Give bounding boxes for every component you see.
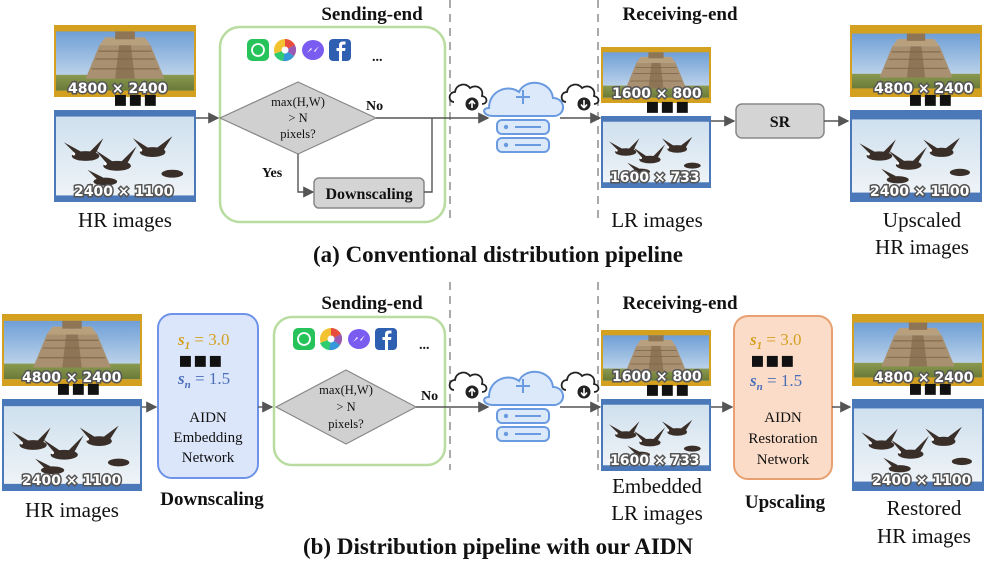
cloud-download-icon [560,371,600,400]
cloud-upload-icon [448,83,488,112]
resolution-label: 4800 × 2400 [874,370,974,386]
messaging-apps-icons [246,38,352,63]
resolution-label: 2400 × 1100 [870,184,970,200]
decision-text-3: pixels? [280,127,316,141]
sending-end-title: Sending-end [321,4,423,25]
yes-label: Yes [262,166,283,181]
embedded-label-2: LR images [611,501,703,525]
caption-b: (b) Distribution pipeline with our AIDN [303,534,693,559]
upscaled-photo-geese-a: 2400 × 1100 [850,110,982,202]
upscaled-photo-pyramid-a: 4800 × 2400 [850,25,982,99]
upscaling-label: Upscaling [745,492,826,513]
embed-name-2: Embedding [173,430,243,446]
restored-photo-geese-b: 2400 × 1100 [852,399,984,491]
upscaled-label-1: Upscaled [883,208,962,232]
resolution-label: 4800 × 2400 [874,81,974,97]
decision-diamond [274,369,418,445]
ellipsis: ▪▪▪ [908,87,953,112]
decision-text-2: > N [288,111,307,125]
hr-images-label: HR images [78,208,172,232]
ellipsis: ▪▪▪ [113,87,158,112]
caption-a: (a) Conventional distribution pipeline [313,242,683,267]
no-label: No [421,389,438,404]
decision-text-3: pixels? [328,417,364,431]
embed-sn: sn = 1.5 [177,369,230,391]
embedded-label-1: Embedded [612,474,702,498]
restore-name-1: AIDN [764,410,802,426]
ellipsis: ▪▪▪ [56,376,101,401]
resolution-label: 1600 × 800 [612,369,702,385]
downscaling-label: Downscaling [160,489,264,510]
more-apps-ellipsis: ... [419,338,430,353]
decision-text-2: > N [336,400,355,414]
hr-photo-geese-b: 2400 × 1100 [2,399,142,491]
resolution-label: 4800 × 2400 [22,370,122,386]
restore-name-3: Network [757,452,810,468]
restore-sn: sn = 1.5 [749,371,802,393]
restored-label-1: Restored [887,496,962,520]
aidn-restoration-box [733,315,833,480]
arrow [297,154,315,198]
resolution-label: 4800 × 2400 [68,81,168,97]
ellipsis: ▪▪▪ [645,94,690,119]
embed-name-3: Network [182,450,235,466]
ellipsis: ▪▪▪ [750,348,795,373]
ellipsis: ▪▪▪ [178,348,223,373]
sr-text: SR [770,114,791,131]
cloud-server-icon [483,370,565,442]
lr-photo-geese-a: 1600 × 733 [601,116,711,188]
embed-s1: s1 = 3.0 [177,330,229,352]
hr-photo-pyramid-a: 4800 × 2400 [54,25,196,99]
messaging-apps-icons [292,327,398,352]
cloud-download-icon [560,83,600,112]
section-b: 4800 × 2400 ▪▪▪ 2400 × 1100 HR images s1… [2,282,984,559]
lr-images-label: LR images [611,208,703,232]
downscaling-text: Downscaling [325,186,412,203]
downscaling-box [313,177,425,209]
resolution-label: 2400 × 1100 [22,473,122,489]
sending-end-box [272,315,447,467]
hr-photo-geese-a: 2400 × 1100 [54,110,196,202]
hr-images-label: HR images [25,498,119,522]
section-a: 4800 × 2400 ▪▪▪ 2400 × 1100 HR images Se… [54,0,982,267]
sending-end-box [218,25,447,224]
ellipsis: ▪▪▪ [908,376,953,401]
restore-s1: s1 = 3.0 [749,330,801,352]
restore-name-2: Restoration [748,431,818,447]
receiving-end-title: Receiving-end [622,4,737,25]
lr-photo-pyramid-b: 1600 × 800 [601,330,711,387]
lr-photo-geese-b: 1600 × 733 [601,399,711,471]
resolution-label: 1600 × 800 [612,86,702,102]
restored-label-2: HR images [877,524,971,548]
no-label: No [366,99,383,114]
aidn-embedding-box [157,313,259,479]
embed-name-1: AIDN [189,410,227,426]
cloud-server-icon [483,81,565,153]
arrow [424,118,433,193]
resolution-label: 1600 × 733 [610,170,700,186]
lr-photo-pyramid-a: 1600 × 800 [601,47,711,104]
decision-text-1: max(H,W) [319,383,373,397]
sending-end-title: Sending-end [321,293,423,314]
hr-photo-pyramid-b: 4800 × 2400 [2,314,142,388]
decision-text-1: max(H,W) [271,95,325,109]
cloud-upload-icon [448,371,488,400]
upscaled-label-2: HR images [875,235,969,259]
receiving-end-title: Receiving-end [622,293,737,314]
more-apps-ellipsis: ... [372,50,383,65]
resolution-label: 2400 × 1100 [872,473,972,489]
restored-photo-pyramid-b: 4800 × 2400 [852,314,984,388]
resolution-label: 1600 × 733 [610,453,700,469]
ellipsis: ▪▪▪ [645,377,690,402]
resolution-label: 2400 × 1100 [74,184,174,200]
